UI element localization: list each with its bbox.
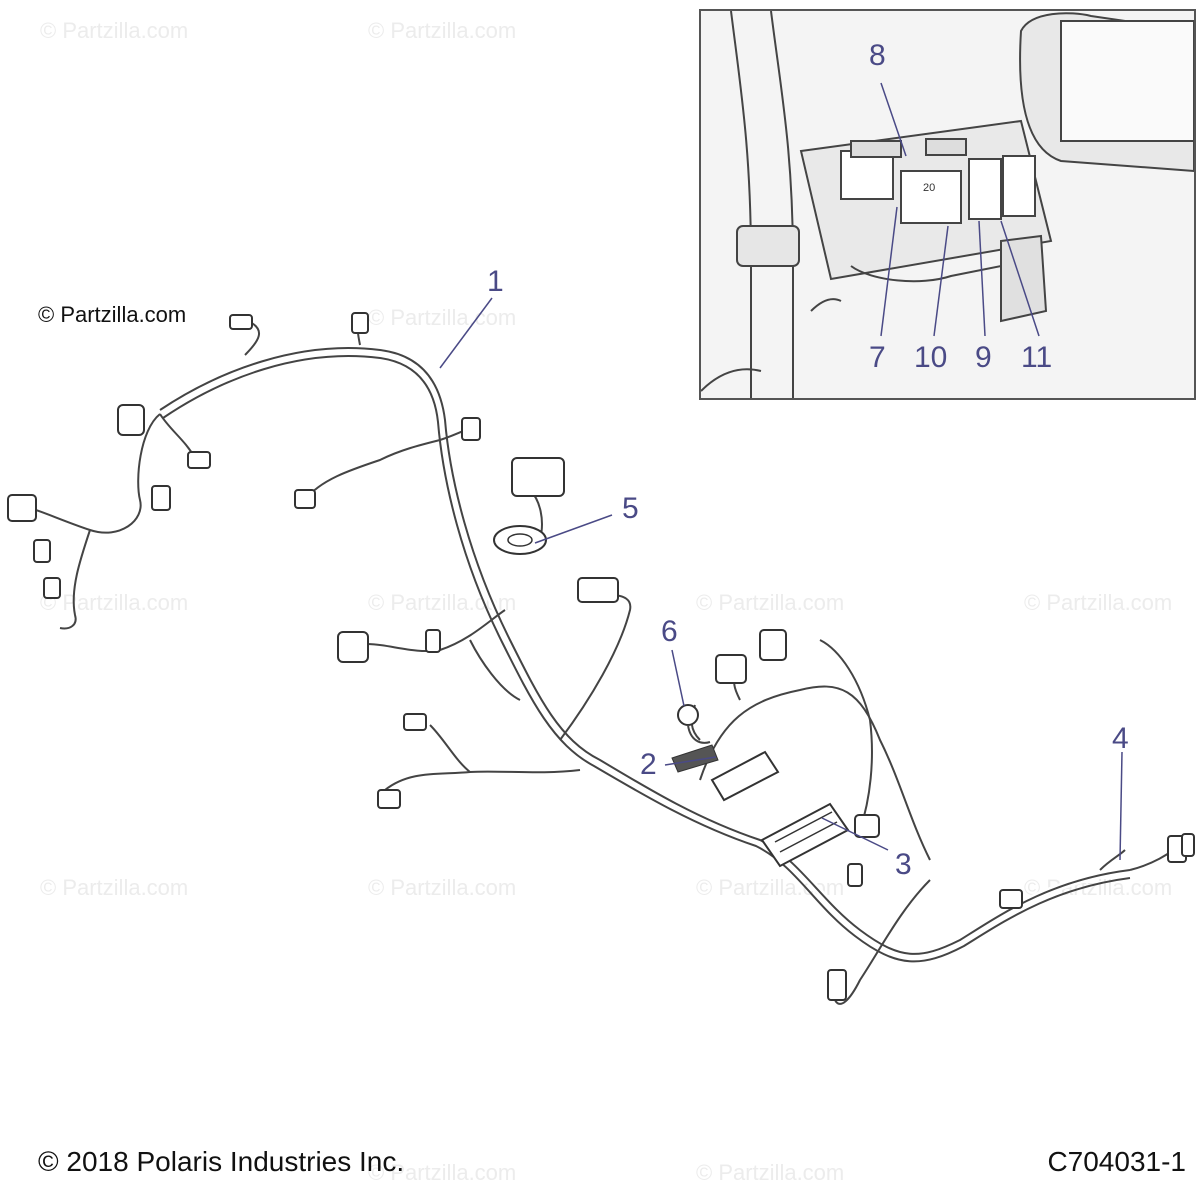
right-branches bbox=[690, 639, 1186, 1005]
connector bbox=[461, 417, 481, 441]
relay-9 bbox=[968, 158, 1002, 220]
leader-line-1 bbox=[439, 297, 493, 369]
main-harness-trunk bbox=[158, 344, 1131, 963]
mount-clamp bbox=[736, 225, 800, 267]
relay-10 bbox=[900, 170, 962, 224]
watermark: © Partzilla.com bbox=[40, 590, 189, 615]
connector bbox=[715, 654, 747, 684]
watermark: © Partzilla.com bbox=[368, 18, 517, 43]
callout-4[interactable]: 4 bbox=[1112, 722, 1129, 755]
connector bbox=[7, 494, 37, 522]
connector bbox=[759, 629, 787, 661]
connector bbox=[33, 539, 51, 563]
callout-3[interactable]: 3 bbox=[895, 848, 912, 881]
relay-detail-drawing: 20 bbox=[701, 11, 1194, 398]
fuse-holder-6 bbox=[677, 704, 711, 744]
watermark: © Partzilla.com bbox=[696, 1160, 845, 1185]
callout-9[interactable]: 9 bbox=[975, 341, 992, 374]
relay-11 bbox=[1002, 155, 1036, 217]
watermark: © Partzilla.com bbox=[368, 305, 517, 330]
callout-11[interactable]: 11 bbox=[1021, 341, 1053, 374]
connector bbox=[351, 312, 369, 334]
inset-leader-lines bbox=[880, 82, 1040, 337]
connector bbox=[43, 577, 61, 599]
copyright-partzilla: © Partzilla.com bbox=[38, 302, 187, 327]
callout-6[interactable]: 6 bbox=[661, 615, 678, 648]
connector bbox=[1181, 833, 1195, 857]
connector bbox=[577, 577, 619, 603]
leader-lines bbox=[439, 297, 1123, 861]
leader-line-3 bbox=[821, 817, 889, 851]
leader-line-4 bbox=[1119, 751, 1123, 861]
watermark: © Partzilla.com bbox=[368, 875, 517, 900]
watermark: © Partzilla.com bbox=[368, 1160, 517, 1185]
grommet-5 bbox=[493, 525, 547, 555]
fuse-box-connector bbox=[511, 457, 565, 497]
fuse-block-2 bbox=[671, 744, 780, 802]
watermark: © Partzilla.com bbox=[40, 875, 189, 900]
connector bbox=[425, 629, 441, 653]
connector bbox=[377, 789, 401, 809]
connector bbox=[847, 863, 863, 887]
connector bbox=[403, 713, 427, 731]
callout-1[interactable]: 1 bbox=[487, 265, 504, 298]
connector bbox=[117, 404, 145, 436]
relay-detail-inset: 20 8 7 10 9 11 bbox=[699, 9, 1196, 400]
diagram-code: C704031-1 bbox=[1047, 1146, 1186, 1177]
watermark: © Partzilla.com bbox=[1024, 590, 1173, 615]
connector bbox=[827, 969, 847, 1001]
leader-line-6 bbox=[671, 649, 685, 707]
relay-7 bbox=[840, 150, 894, 200]
relay-block-3 bbox=[760, 802, 850, 868]
copyright-polaris: © 2018 Polaris Industries Inc. bbox=[38, 1146, 405, 1177]
connector bbox=[854, 814, 880, 838]
connector bbox=[229, 314, 253, 330]
callout-5[interactable]: 5 bbox=[622, 492, 639, 525]
connector bbox=[151, 485, 171, 511]
connectors bbox=[7, 312, 1195, 1001]
leader-line-5 bbox=[534, 514, 613, 544]
left-branch bbox=[19, 317, 361, 630]
watermark: © Partzilla.com bbox=[40, 18, 189, 43]
connector bbox=[337, 631, 369, 663]
connector bbox=[294, 489, 316, 509]
leader-line-2 bbox=[664, 756, 717, 766]
relay-label: 20 bbox=[923, 182, 935, 194]
watermark: © Partzilla.com bbox=[696, 590, 845, 615]
connector bbox=[187, 451, 211, 469]
connector bbox=[999, 889, 1023, 909]
callout-2[interactable]: 2 bbox=[640, 748, 657, 781]
center-branches bbox=[304, 427, 632, 791]
callout-10[interactable]: 10 bbox=[914, 341, 948, 374]
callout-8[interactable]: 8 bbox=[869, 39, 886, 72]
callout-7[interactable]: 7 bbox=[869, 341, 886, 374]
